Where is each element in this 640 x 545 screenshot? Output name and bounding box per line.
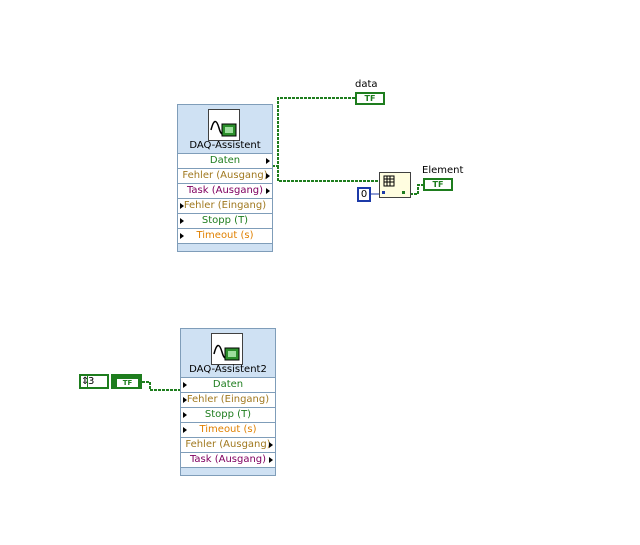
vi2-footer bbox=[181, 467, 275, 475]
vi1-footer bbox=[178, 243, 272, 251]
boolean-constant[interactable]: TF bbox=[111, 374, 142, 389]
data-indicator-glyph: TF bbox=[364, 94, 376, 103]
stepper-icon[interactable]: ⇕ bbox=[81, 376, 90, 387]
vi2-title: DAQ-Assistent2 bbox=[189, 364, 267, 375]
element-indicator-label: Element bbox=[422, 165, 464, 176]
vi1-terminal-3[interactable]: Fehler (Eingang) bbox=[178, 198, 272, 213]
wire-daten-to-data[interactable] bbox=[272, 97, 356, 167]
vi1-terminal-5[interactable]: Timeout (s) bbox=[178, 228, 272, 243]
vi1-terminal-1[interactable]: Fehler (Ausgang) bbox=[178, 168, 272, 183]
vi2-header: DAQ-Assistent2 bbox=[181, 329, 275, 377]
numeric-control[interactable]: ⇕3 bbox=[79, 374, 109, 389]
vi2-terminal-4[interactable]: Fehler (Ausgang) bbox=[181, 437, 275, 452]
vi2-terminal-2[interactable]: Stopp (T) bbox=[181, 407, 275, 422]
data-indicator[interactable]: TF bbox=[355, 92, 385, 105]
wire-index-to-element[interactable] bbox=[410, 184, 424, 195]
vi1-header: DAQ-Assistent bbox=[178, 105, 272, 153]
vi2-terminal-5[interactable]: Task (Ausgang) bbox=[181, 452, 275, 467]
index-array-icon bbox=[382, 175, 405, 194]
data-indicator-label: data bbox=[355, 79, 378, 90]
vi1-title: DAQ-Assistent bbox=[189, 140, 261, 151]
vi2-terminal-3[interactable]: Timeout (s) bbox=[181, 422, 275, 437]
daq-assistent-icon bbox=[208, 109, 240, 141]
vi1-terminal-4[interactable]: Stopp (T) bbox=[178, 213, 272, 228]
vi1-terminal-0[interactable]: Daten bbox=[178, 153, 272, 168]
boolean-glyph: TF bbox=[116, 378, 139, 388]
daq-assistent2-icon bbox=[211, 333, 243, 365]
index-array-node[interactable] bbox=[379, 172, 411, 198]
element-indicator[interactable]: TF bbox=[423, 178, 453, 191]
numeric-control-value: 3 bbox=[88, 376, 95, 387]
index-constant[interactable]: 0 bbox=[357, 187, 371, 202]
wire-control-to-vi2[interactable] bbox=[142, 381, 181, 391]
wire-daten-to-index-array[interactable] bbox=[277, 166, 380, 182]
element-indicator-glyph: TF bbox=[432, 180, 444, 189]
vi2-terminal-0[interactable]: Daten bbox=[181, 377, 275, 392]
vi1-terminal-2[interactable]: Task (Ausgang) bbox=[178, 183, 272, 198]
vi2-terminal-1[interactable]: Fehler (Eingang) bbox=[181, 392, 275, 407]
